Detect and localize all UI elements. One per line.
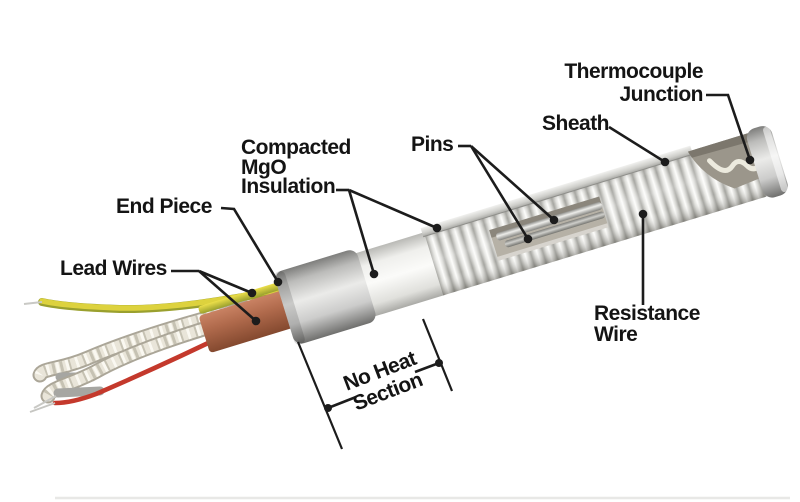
bare-wire-tip — [23, 301, 43, 305]
dot-pin-b — [523, 234, 533, 244]
internal-lead-strip — [198, 281, 286, 314]
dot-thermocouple-junction — [745, 155, 755, 165]
leader-mgo-a — [348, 188, 438, 230]
no-heat-ceramic — [353, 231, 446, 318]
label-line: End Piece — [116, 195, 212, 218]
dot-dimension-left — [324, 404, 332, 412]
dimension-dots — [324, 359, 443, 412]
leader-lines — [171, 93, 752, 322]
label-lead-wires: Lead Wires — [60, 258, 167, 280]
label-line: Junction — [619, 83, 704, 106]
leader-pins-b — [469, 145, 530, 240]
leader-thermocouple-junction — [706, 93, 752, 161]
dimension-boundary-right — [421, 318, 454, 392]
tip-cap-rim-highlight — [763, 126, 788, 193]
label-line: Sheath — [542, 112, 610, 135]
bare-wire-tip — [29, 402, 56, 413]
label-pins: Pins — [411, 133, 454, 156]
end-piece-part — [275, 250, 376, 344]
label-compacted-mgo-insulation: Compacted MgO Insulation — [241, 136, 351, 198]
thermocouple-junction-part — [707, 158, 761, 173]
label-line: Resistance — [594, 302, 700, 325]
leader-sheath — [608, 125, 666, 164]
dimension-boundary-left — [296, 341, 344, 450]
dot-lead-wire-b — [251, 316, 261, 326]
label-line: Insulation — [241, 175, 336, 198]
label-line: Lead Wires — [60, 257, 167, 280]
label-line: Thermocouple — [564, 60, 703, 83]
dot-mgo-b — [369, 269, 379, 279]
label-line: Wire — [594, 323, 638, 346]
label-line: Pins — [411, 133, 454, 156]
leader-end-piece — [220, 206, 280, 283]
dot-lead-wire-a — [247, 288, 257, 298]
tip-cap — [746, 126, 788, 198]
leader-lead-wires-a — [198, 269, 253, 295]
sheath-edge-line — [423, 153, 694, 238]
callout-dots — [247, 155, 755, 326]
leader-pins-a — [470, 145, 555, 221]
dimension-arrow-left — [327, 395, 357, 410]
end-piece-rim-shade — [274, 271, 305, 345]
leader-mgo-b — [347, 189, 376, 275]
label-line: Compacted — [241, 136, 351, 159]
sheath-part — [420, 145, 693, 237]
no-heat-dimension — [296, 318, 454, 450]
ferrule-lower — [53, 386, 105, 398]
leader-lead-wires-b — [198, 270, 257, 322]
label-line: MgO — [241, 155, 287, 179]
dimension-arrow-right — [414, 361, 440, 374]
label-resistance-wire: Resistance Wire — [594, 303, 700, 345]
lead-wire-red — [29, 328, 236, 413]
dot-pin-a — [549, 215, 559, 225]
mgo-core — [199, 291, 294, 353]
label-thermocouple-junction: Thermocouple Junction — [564, 60, 703, 106]
dot-dimension-right — [435, 359, 443, 367]
dot-sheath — [660, 157, 670, 167]
label-end-piece: End Piece — [116, 196, 212, 218]
label-sheath: Sheath — [542, 112, 610, 135]
bare-wire-tip — [33, 395, 57, 409]
dot-mgo-a — [432, 223, 442, 233]
dot-resistance-wire — [638, 209, 648, 219]
dot-end-piece — [273, 277, 283, 287]
